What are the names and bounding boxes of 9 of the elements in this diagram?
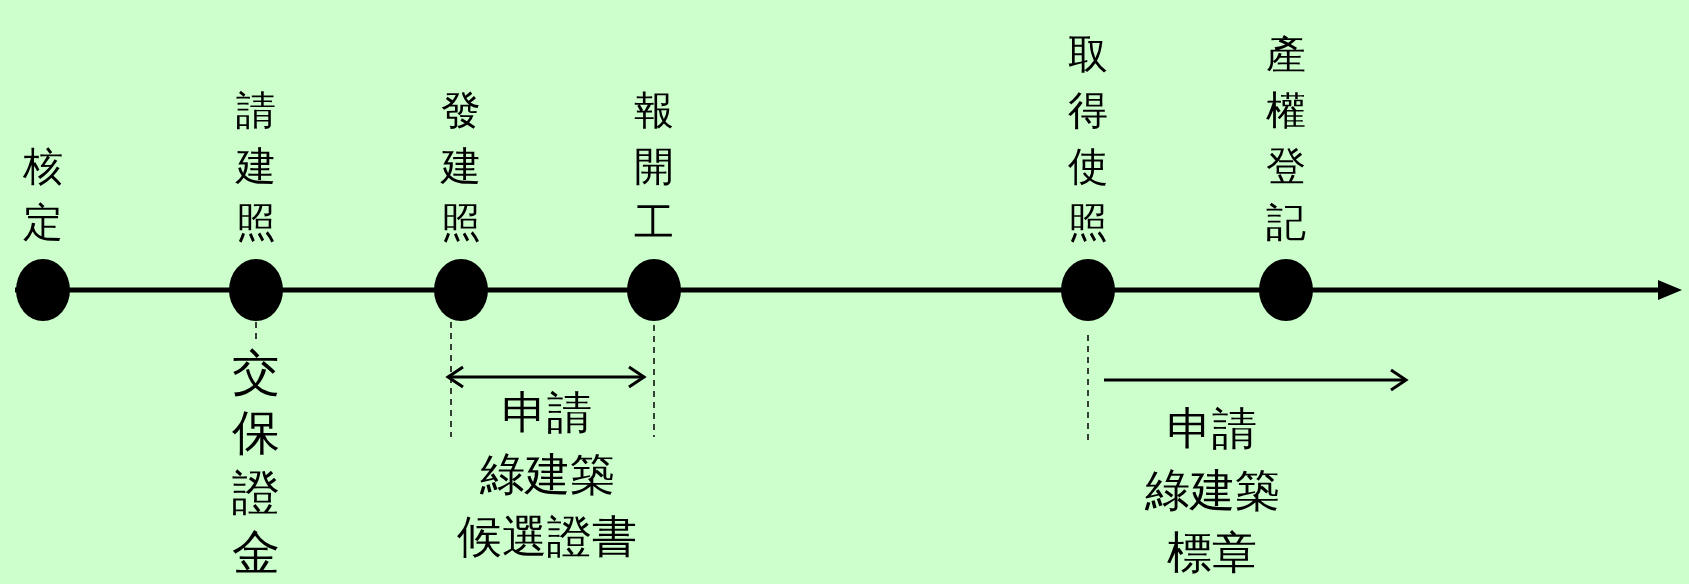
period-label: 申請綠建築標章 [1144,401,1280,581]
milestone-label: 報開工 [633,86,675,247]
milestone-label: 產權登記 [1265,30,1307,247]
milestone-label: 發建照 [440,86,482,247]
milestone-label: 核定 [22,142,64,247]
milestone-label: 請建照 [235,86,277,247]
milestone-label: 取得使照 [1067,30,1109,247]
milestone-note: 交保證金 [231,343,282,582]
period-label: 申請綠建築候選證書 [457,385,637,565]
